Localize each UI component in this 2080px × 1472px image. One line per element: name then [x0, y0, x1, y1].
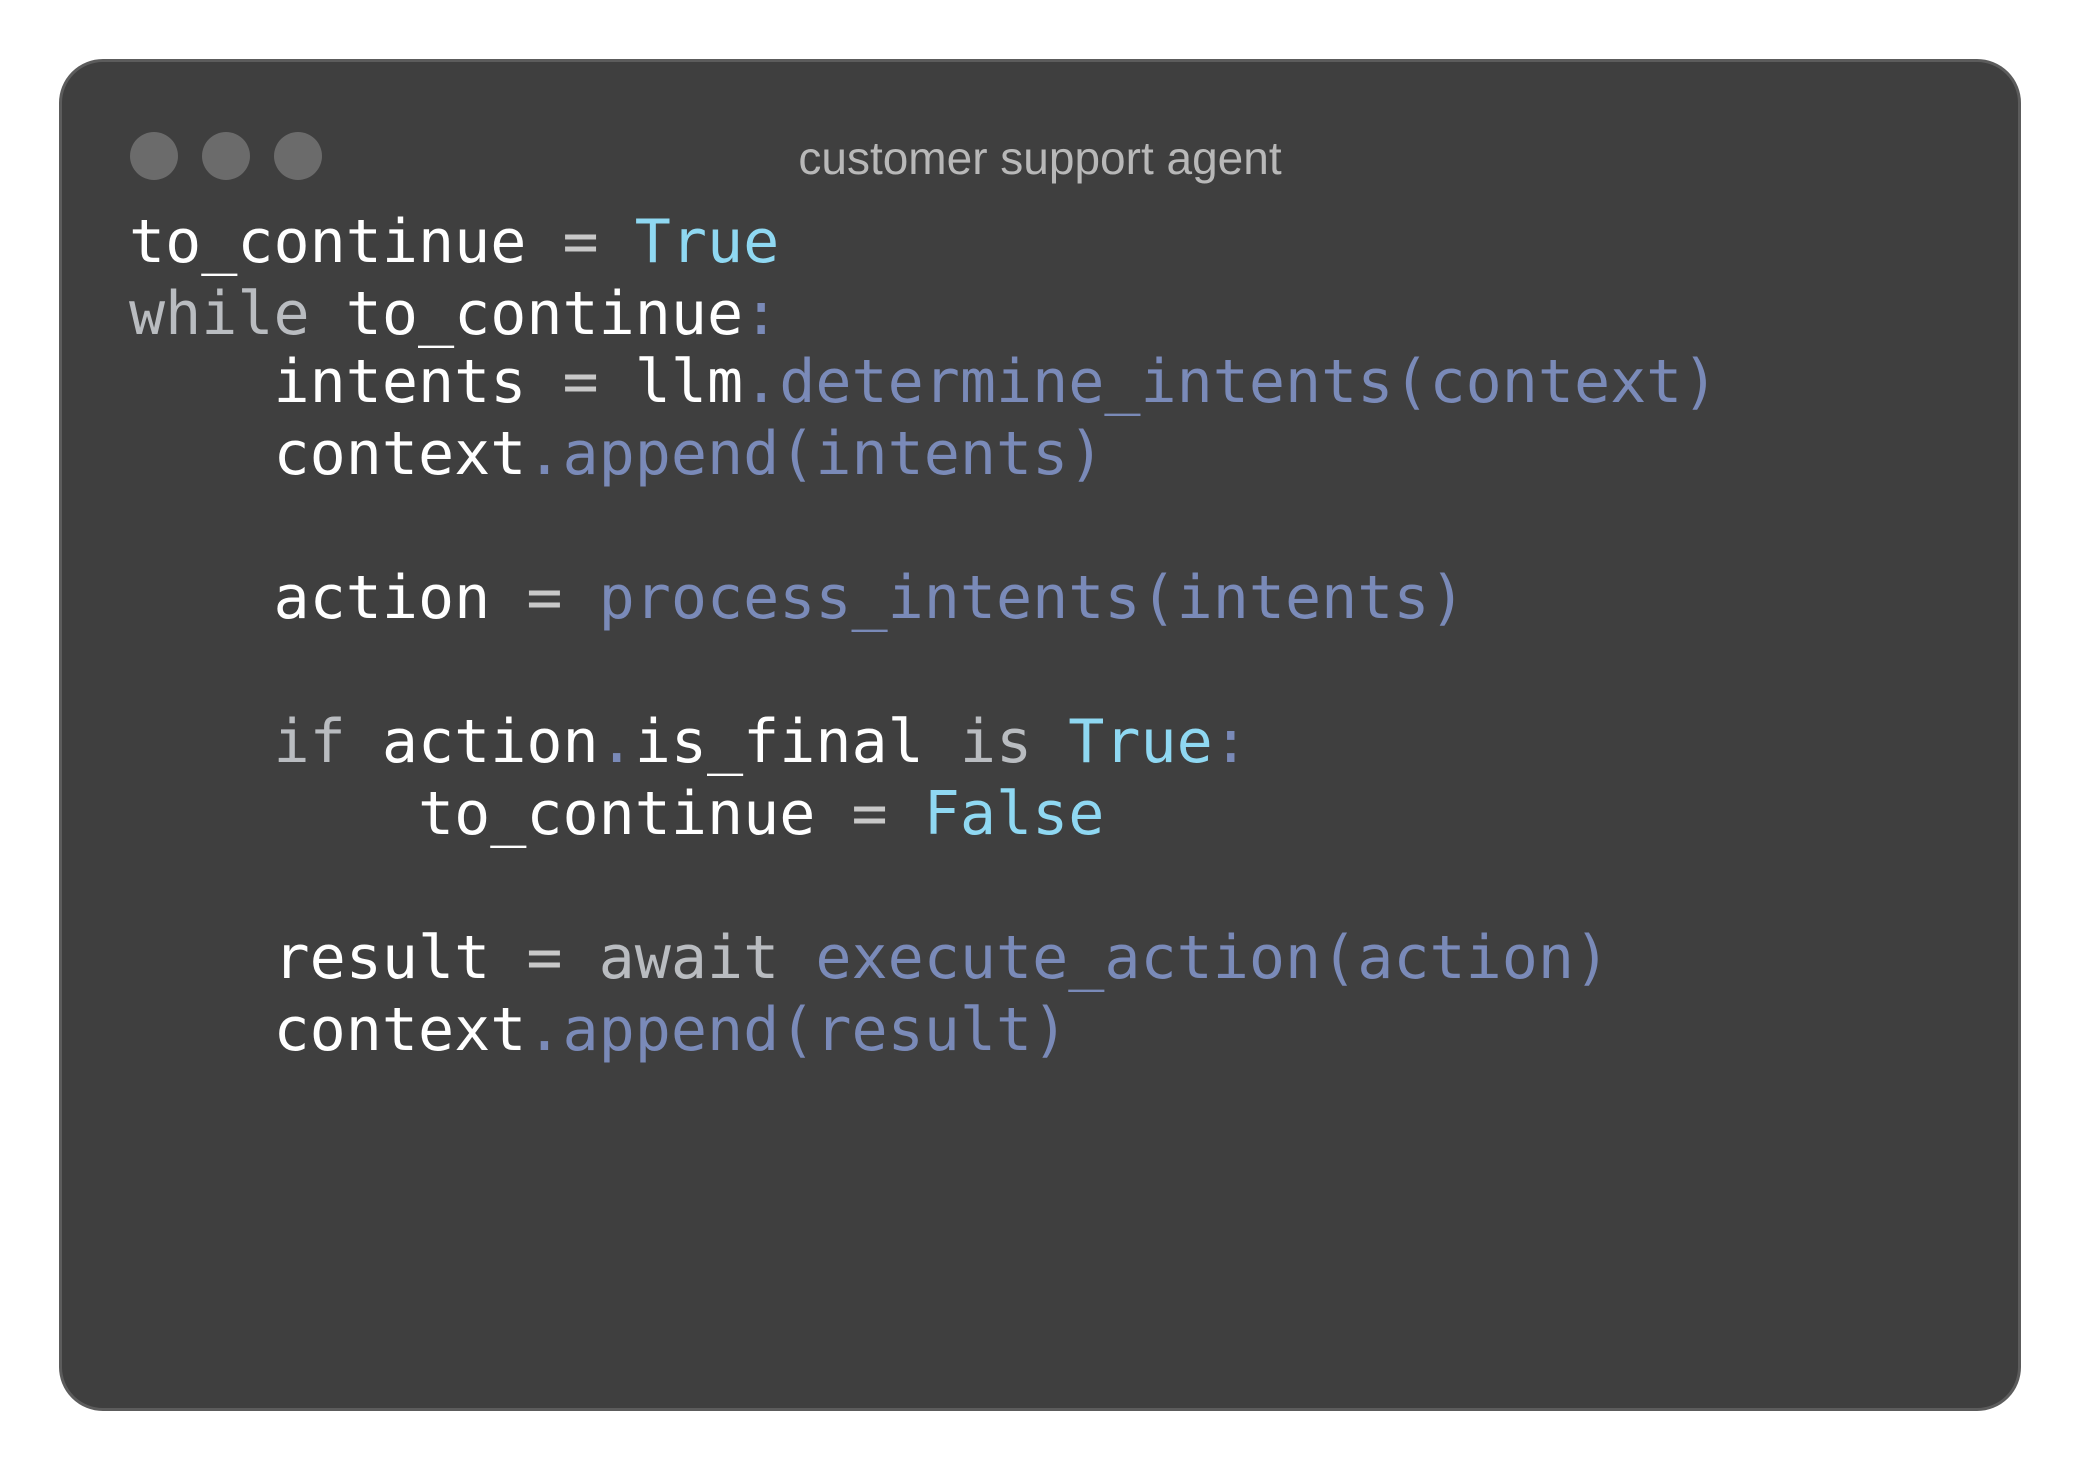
code-token: is_final: [634, 707, 924, 777]
window-close-dot[interactable]: [130, 132, 178, 180]
code-line: context.append(result): [129, 994, 1068, 1066]
code-token: action: [129, 563, 491, 633]
code-token: intents: [129, 347, 527, 417]
code-token: =: [490, 923, 599, 993]
code-token: :: [1212, 707, 1249, 777]
code-token: llm: [634, 347, 744, 417]
code-token: execute_action(action): [779, 923, 1611, 993]
code-token: to_continue: [129, 207, 527, 277]
window-title: customer support agent: [798, 132, 1282, 184]
code-token: .append(intents): [526, 419, 1105, 489]
code-token: True: [1068, 707, 1213, 777]
code-block: to_continue = True while to_continue: in…: [129, 62, 1718, 1065]
code-token: =: [526, 347, 635, 417]
code-token: while: [129, 279, 310, 349]
code-line: while to_continue:: [129, 278, 779, 350]
code-token: context: [129, 995, 527, 1065]
code-token: .: [598, 707, 635, 777]
code-line: action = process_intents(intents): [129, 562, 1466, 634]
code-token: action: [345, 707, 599, 777]
code-token: is: [923, 707, 1069, 777]
code-token: False: [923, 779, 1105, 849]
code-token: if: [129, 707, 346, 777]
code-token: process_intents(intents): [598, 563, 1466, 633]
code-window: customer support agent to_continue = Tru…: [59, 59, 2021, 1411]
code-token: =: [815, 779, 924, 849]
code-line: to_continue = True: [129, 206, 779, 278]
code-token: True: [634, 207, 780, 277]
code-token: .determine_intents(context): [743, 347, 1719, 417]
code-token: context: [129, 419, 527, 489]
code-token: .append(result): [526, 995, 1069, 1065]
code-line: result = await execute_action(action): [129, 922, 1610, 994]
code-line: context.append(intents): [129, 418, 1104, 490]
code-token: =: [526, 207, 635, 277]
code-token: await: [598, 923, 780, 993]
window-minimize-dot[interactable]: [202, 132, 250, 180]
code-token: to_continue: [309, 279, 744, 349]
code-token: to_continue: [129, 779, 816, 849]
code-token: :: [743, 279, 780, 349]
code-line: if action.is_final is True:: [129, 706, 1249, 778]
code-line: to_continue = False: [129, 778, 1104, 850]
window-maximize-dot[interactable]: [274, 132, 322, 180]
code-line: intents = llm.determine_intents(context): [129, 346, 1718, 418]
window-titlebar: customer support agent: [62, 62, 2018, 262]
code-token: result: [129, 923, 491, 993]
code-token: =: [490, 563, 599, 633]
